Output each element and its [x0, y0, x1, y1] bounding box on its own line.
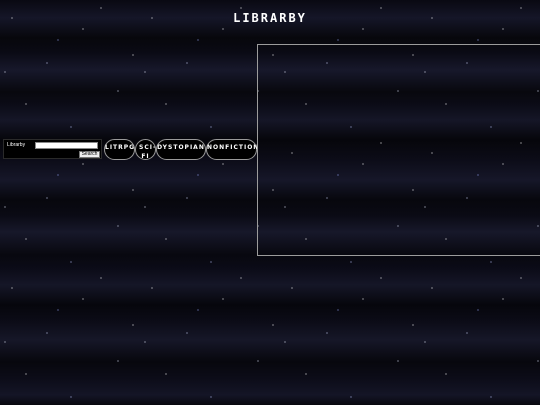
content-frame: [257, 44, 540, 256]
search-button[interactable]: Search: [79, 151, 100, 158]
genre-button-sci-fi[interactable]: SCI-FI: [135, 139, 156, 160]
site-title: LIBRARBY: [233, 11, 307, 25]
search-input[interactable]: [35, 142, 98, 149]
search-form: Librarby Search: [3, 139, 102, 159]
search-label: Librarby: [7, 142, 26, 148]
genre-button-litrpg[interactable]: LITRPG: [104, 139, 135, 160]
genre-button-nonfiction[interactable]: NONFICTION: [206, 139, 258, 160]
genre-button-dystopian[interactable]: DYSTOPIAN: [156, 139, 206, 160]
